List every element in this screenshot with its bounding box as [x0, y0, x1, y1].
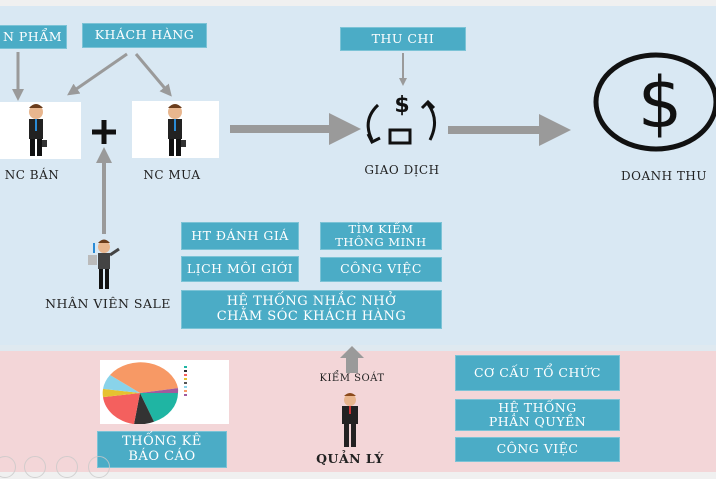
org-structure-box: CƠ CẤU TỔ CHỨC — [455, 355, 620, 391]
transaction-label: GIAO DỊCH — [364, 163, 440, 177]
permission-box-line2: PHÂN QUYỀN — [488, 414, 587, 429]
transaction-icon — [366, 99, 436, 145]
report-box-line2: BÁO CÁO — [128, 448, 196, 464]
rating-feature-label: HT ĐÁNH GIÁ — [191, 227, 289, 243]
person-icon — [342, 393, 358, 447]
broker-schedule-feature: LỊCH MÔI GIỚI — [181, 256, 299, 282]
zoom-icon[interactable] — [56, 456, 78, 478]
seller-label: NC BÁN — [4, 168, 60, 182]
sales-staff-label: NHÂN VIÊN SALE — [45, 296, 171, 311]
person-icon — [29, 104, 47, 156]
income-expense-box-label: THU CHI — [371, 30, 435, 46]
tasks-box: CÔNG VIỆC — [455, 437, 620, 462]
revenue-label: DOANH THU — [621, 169, 707, 183]
arrow-customer-seller — [67, 52, 128, 96]
pen-icon[interactable] — [0, 456, 16, 478]
tasks-box-label: CÔNG VIỆC — [496, 441, 579, 457]
smart-search-feature-label: TÌM KIẾM THÔNG MINH — [335, 221, 427, 249]
customer-box-label: KHÁCH HÀNG — [94, 27, 195, 43]
product-box-label: N PHẨM — [2, 28, 63, 44]
report-box-line1: THỐNG KÊ — [122, 433, 202, 449]
person-icon — [168, 104, 186, 156]
reminder-feature-line1: HỆ THỐNG NHẮC NHỞ — [226, 293, 397, 309]
permission-box: HỆ THỐNG PHÂN QUYỀN — [455, 399, 620, 431]
buyer-label: NC MUA — [143, 168, 201, 182]
permission-box-line1: HỆ THỐNG — [498, 399, 577, 415]
pie-chart-image — [100, 360, 229, 425]
manager-label: QUẢN LÝ — [316, 451, 384, 466]
person-icon — [88, 239, 120, 289]
tasks-feature-label: CÔNG VIỆC — [340, 261, 422, 277]
reminder-feature-line2: CHĂM SÓC KHÁCH HÀNG — [216, 308, 407, 324]
divider — [0, 345, 716, 351]
broker-schedule-feature-label: LỊCH MÔI GIỚI — [186, 260, 294, 276]
pie-chart-drawing — [102, 362, 187, 425]
rating-feature: HT ĐÁNH GIÁ — [181, 222, 299, 250]
dollar-circle-icon: $ — [593, 52, 716, 152]
arrow-customer-buyer — [134, 53, 172, 97]
income-expense-box: THU CHI — [340, 27, 466, 51]
tasks-feature: CÔNG VIỆC — [320, 257, 442, 282]
transaction-dollar-glyph: $ — [394, 93, 409, 118]
reminder-feature: HỆ THỐNG NHẮC NHỞ CHĂM SÓC KHÁCH HÀNG — [181, 290, 442, 329]
product-box: N PHẨM — [0, 25, 67, 49]
plus-icon — [92, 120, 116, 144]
report-box: THỐNG KÊ BÁO CÁO — [97, 431, 227, 468]
svg-text:$: $ — [638, 62, 683, 144]
org-structure-box-label: CƠ CẤU TỔ CHỨC — [473, 364, 601, 380]
customer-box: KHÁCH HÀNG — [82, 23, 207, 48]
arrow-control-up — [340, 346, 364, 373]
control-label: KIỂM SOÁT — [319, 373, 385, 384]
more-icon[interactable] — [88, 456, 110, 478]
smart-search-feature: TÌM KIẾM THÔNG MINH — [320, 222, 442, 250]
slides-icon[interactable] — [24, 456, 46, 478]
top-section — [0, 6, 716, 345]
